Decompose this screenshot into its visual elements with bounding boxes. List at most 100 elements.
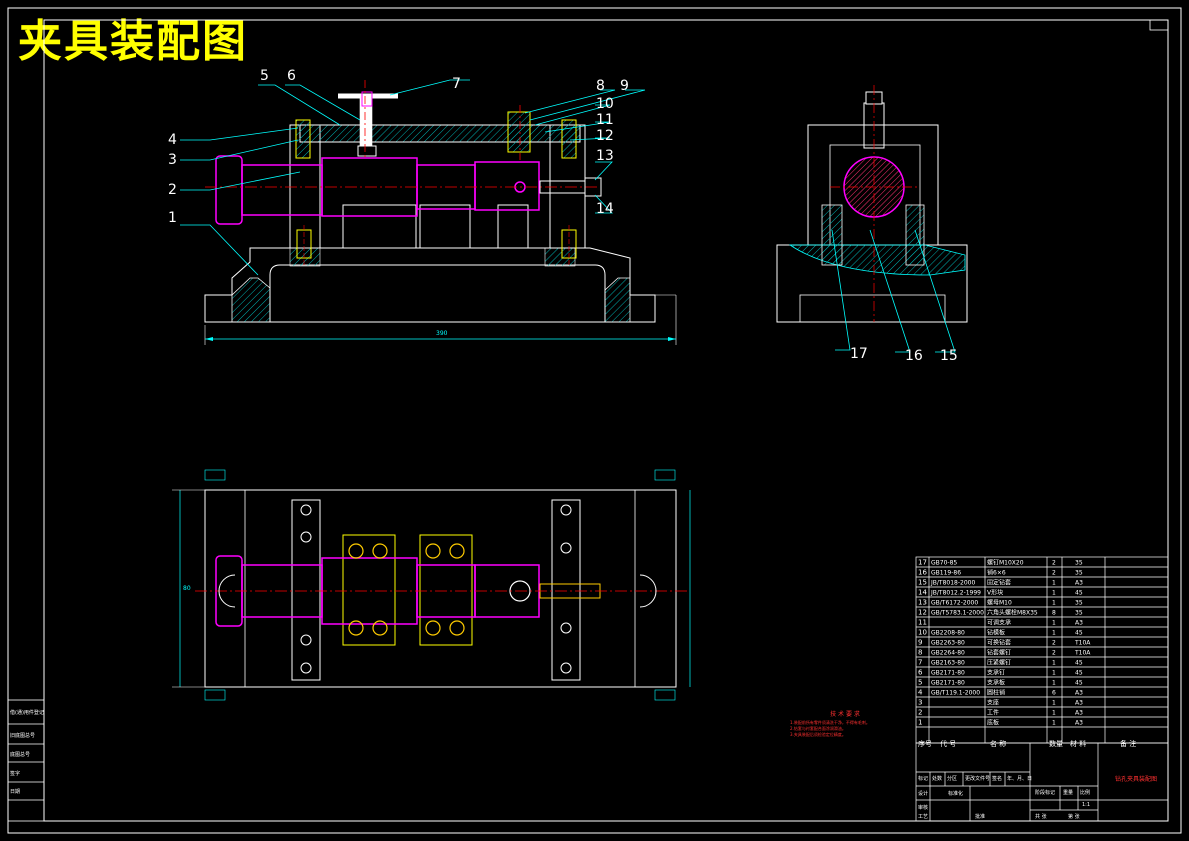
bom-cell-material: A3: [1075, 700, 1083, 707]
drill-plate: [299, 124, 581, 143]
bom-cell-qty: 1: [1052, 630, 1056, 637]
bom-cell-qty: 1: [1052, 600, 1056, 607]
balloon-6: 6: [287, 68, 296, 84]
plan-view: 80: [172, 469, 691, 701]
bom-cell-code: GB70-85: [931, 560, 957, 567]
balloon-17: 17: [850, 346, 868, 362]
balloon-12: 12: [596, 128, 614, 144]
bom-cell-material: 35: [1075, 610, 1083, 617]
bom-cell-material: 35: [1075, 570, 1083, 577]
front-view: 390: [204, 80, 677, 345]
bom-cell-qty: 1: [1052, 620, 1056, 627]
left-strip-label: 签字: [10, 770, 20, 777]
tb-label: 标记: [918, 775, 928, 782]
left-strip-label: 日期: [10, 789, 20, 795]
bom-cell-seq: 15: [918, 579, 927, 587]
bom-cell-qty: 1: [1052, 670, 1056, 677]
bom-cell-code: GB119-86: [931, 570, 961, 577]
balloon-11: 11: [596, 112, 614, 128]
bom-cell-code: GB2171-80: [931, 670, 965, 677]
bom-cell-seq: 3: [918, 699, 922, 707]
side-view: [776, 85, 968, 323]
side-leaders: [831, 229, 956, 353]
tb-label: 分区: [947, 775, 957, 782]
tech-note-line: 2.钻套与衬套配合面涂润滑油。: [790, 726, 846, 731]
bom-cell-qty: 2: [1052, 570, 1056, 577]
balloon-4: 4: [168, 132, 177, 148]
bom-cell-material: 45: [1075, 670, 1083, 677]
bom-cell-name: 圆柱销: [987, 689, 1005, 697]
balloon-13: 13: [596, 148, 614, 164]
bom-cell-material: 45: [1075, 660, 1083, 667]
left-strip-label: 借(通)用件登记: [10, 709, 44, 716]
bom-cell-name: 支承钉: [987, 669, 1005, 677]
front-leaders: [180, 79, 646, 276]
bom-cell-seq: 13: [918, 599, 927, 607]
bom-cell-code: GB2264-80: [931, 650, 965, 657]
title-block-text: 钻孔夹具装配图 标记 处数 分区 更改文件号 签名 年、月、日 设计 标准化 阶…: [918, 775, 1157, 820]
corner-mark: [1149, 19, 1169, 31]
tb-label: 签名: [992, 775, 1002, 782]
balloon-10: 10: [596, 96, 614, 112]
bom-cell-qty: 8: [1052, 610, 1056, 617]
tb-label: 阶段标记: [1035, 789, 1055, 796]
bom-cell-code: JB/T8018-2000: [930, 580, 975, 587]
bom-cell-seq: 12: [918, 609, 927, 617]
tb-label: 审核: [918, 804, 928, 811]
bom-cell-material: 45: [1075, 630, 1083, 637]
bom-cell-material: 35: [1075, 560, 1083, 567]
tb-label: 标准化: [948, 790, 963, 797]
left-strip: 借(通)用件登记 旧底图总号 底图总号 签字 日期: [7, 699, 45, 822]
bom-cell-name: V形块: [987, 589, 1003, 597]
base-body: [204, 247, 656, 323]
bom-cell-name: 压紧螺钉: [987, 659, 1011, 667]
bom-cell-material: A3: [1075, 720, 1083, 727]
bom-cell-material: A3: [1075, 690, 1083, 697]
tb-label: 批准: [975, 813, 985, 820]
tech-notes: 技 术 要 求 1.装配前所有零件须清洗干净，不得有毛刺。 2.钻套与衬套配合面…: [790, 712, 900, 738]
bom-cell-seq: 4: [918, 689, 923, 697]
bom-cell-seq: 5: [918, 679, 922, 687]
front-balloon-labels: 1 2 3 4 5 6 7 8 9 10 11 12 13 14: [168, 68, 629, 226]
balloon-9: 9: [620, 78, 629, 94]
tb-drawing-name: 钻孔夹具装配图: [1115, 775, 1157, 783]
balloon-8: 8: [596, 78, 605, 94]
bom-cell-seq: 17: [918, 559, 927, 567]
bom-cell-qty: 1: [1052, 720, 1056, 727]
bom-cell-code: GB2163-80: [931, 660, 965, 667]
bom-cell-code: GB2171-80: [931, 680, 965, 687]
inner-frame: [43, 19, 1169, 822]
base-hatch-right: [604, 277, 631, 323]
bom-cell-material: A3: [1075, 620, 1083, 627]
bom-cell-qty: 2: [1052, 640, 1056, 647]
bom-cell-code: GB2263-80: [931, 640, 965, 647]
bom-cell-name: 工件: [987, 709, 999, 717]
tb-label: 更改文件号: [965, 775, 990, 782]
bom-cell-name: 可调支承: [987, 619, 1011, 627]
tech-note-line: 3.夹具装配后须检验定位精度。: [790, 732, 846, 737]
bom-cell-code: JB/T8012.2-1999: [930, 590, 981, 597]
bom-cell-name: 支座: [987, 699, 999, 707]
tb-label: 工艺: [918, 814, 928, 820]
bom-cell-name: 六角头螺栓M8X35: [987, 609, 1038, 617]
bom-cell-qty: 1: [1052, 710, 1056, 717]
bom-cell-name: 固定钻套: [987, 579, 1011, 587]
balloon-3: 3: [168, 152, 177, 168]
bom-header-material: 材 料: [1070, 739, 1086, 748]
bom-cell-seq: 7: [918, 659, 922, 667]
bom-cell-name: 钻套螺钉: [987, 649, 1011, 657]
dim-plan-width: 80: [183, 585, 191, 592]
bom-cell-material: 45: [1075, 680, 1083, 687]
bom-header-seq: 序号: [918, 739, 932, 748]
bom-cell-code: GB/T6172-2000: [931, 600, 978, 607]
bom-cell-material: 45: [1075, 590, 1083, 597]
bom-cell-material: T10A: [1074, 640, 1091, 647]
bom-cell-name: 钻模板: [987, 629, 1005, 637]
bom-table: [915, 556, 1169, 744]
bom-cell-code: GB2208-80: [931, 630, 965, 637]
bom-header-note: 备 注: [1120, 739, 1136, 748]
bom-cell-code: GB/T5783.1-2000: [931, 610, 984, 617]
tb-label: 比例: [1080, 789, 1090, 796]
tb-label: 处数: [932, 775, 942, 782]
